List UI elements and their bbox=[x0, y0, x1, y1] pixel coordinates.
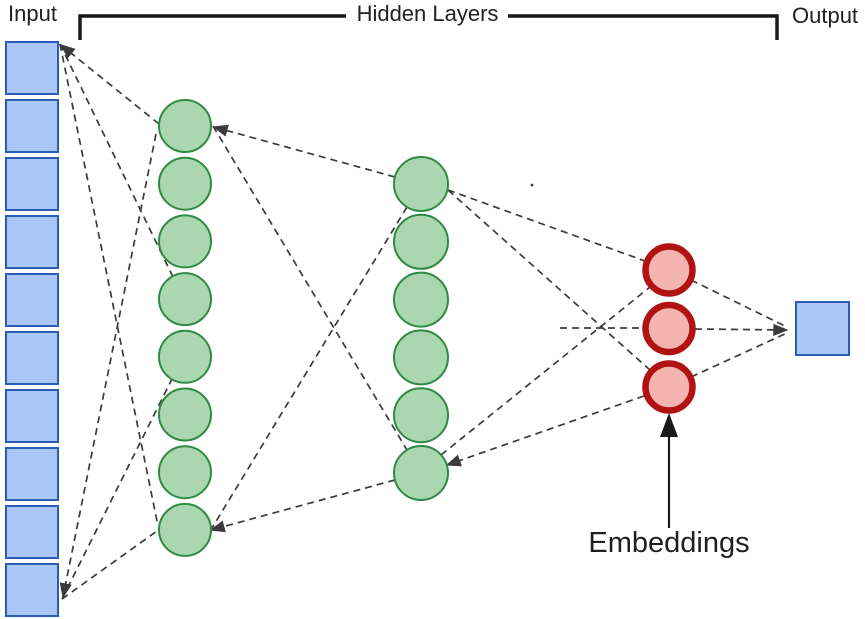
embeddings-arrowhead-icon bbox=[660, 413, 678, 437]
connector-line bbox=[59, 133, 157, 599]
hidden1-node bbox=[158, 156, 212, 211]
hidden1-node bbox=[158, 502, 212, 557]
input-node bbox=[5, 389, 59, 443]
connector-line bbox=[212, 124, 396, 178]
hidden2-node bbox=[393, 387, 449, 444]
connector-line bbox=[694, 323, 789, 336]
embedding-node bbox=[642, 360, 696, 414]
connector-line bbox=[59, 43, 174, 278]
embeddings-label: Embeddings bbox=[588, 527, 750, 559]
stray-dot bbox=[530, 183, 534, 187]
connector-line bbox=[440, 286, 651, 456]
hidden2-node bbox=[393, 329, 449, 386]
hidden2-node bbox=[393, 445, 449, 501]
hidden1-node bbox=[158, 329, 212, 384]
connector-line bbox=[447, 189, 651, 371]
input-node bbox=[5, 563, 59, 617]
connector-line bbox=[61, 378, 173, 600]
hidden1-node bbox=[158, 445, 212, 500]
connector-line bbox=[690, 332, 788, 378]
hidden2-node bbox=[393, 213, 449, 270]
input-node bbox=[5, 273, 59, 327]
input-node bbox=[5, 331, 59, 385]
hidden2-node bbox=[393, 271, 449, 328]
connector-line bbox=[209, 479, 396, 533]
input-layer-label: Input bbox=[8, 1, 57, 26]
hidden1-node bbox=[158, 387, 212, 442]
input-node bbox=[5, 41, 59, 95]
connector-line bbox=[59, 44, 160, 125]
hidden2-node bbox=[393, 156, 449, 212]
input-node bbox=[5, 99, 59, 153]
connector-line bbox=[690, 279, 788, 328]
embedding-node bbox=[642, 301, 696, 356]
hidden-layers-label: Hidden Layers bbox=[356, 1, 499, 26]
input-node bbox=[5, 215, 59, 269]
output-layer-label: Output bbox=[792, 3, 859, 28]
input-node bbox=[5, 157, 59, 211]
input-node bbox=[5, 447, 59, 501]
bracket-right bbox=[508, 14, 779, 40]
connector-line bbox=[59, 43, 159, 527]
embedding-node bbox=[642, 243, 696, 297]
input-node bbox=[5, 505, 59, 559]
hidden1-node bbox=[158, 214, 212, 269]
connector-line bbox=[447, 189, 646, 262]
hidden1-node bbox=[158, 99, 212, 153]
bracket-left bbox=[78, 14, 346, 40]
connector-line bbox=[212, 125, 408, 451]
hidden1-node bbox=[158, 272, 212, 327]
connector-line bbox=[61, 530, 158, 600]
output-node bbox=[795, 301, 850, 356]
connector-line bbox=[445, 395, 645, 467]
connector-line bbox=[211, 206, 408, 529]
